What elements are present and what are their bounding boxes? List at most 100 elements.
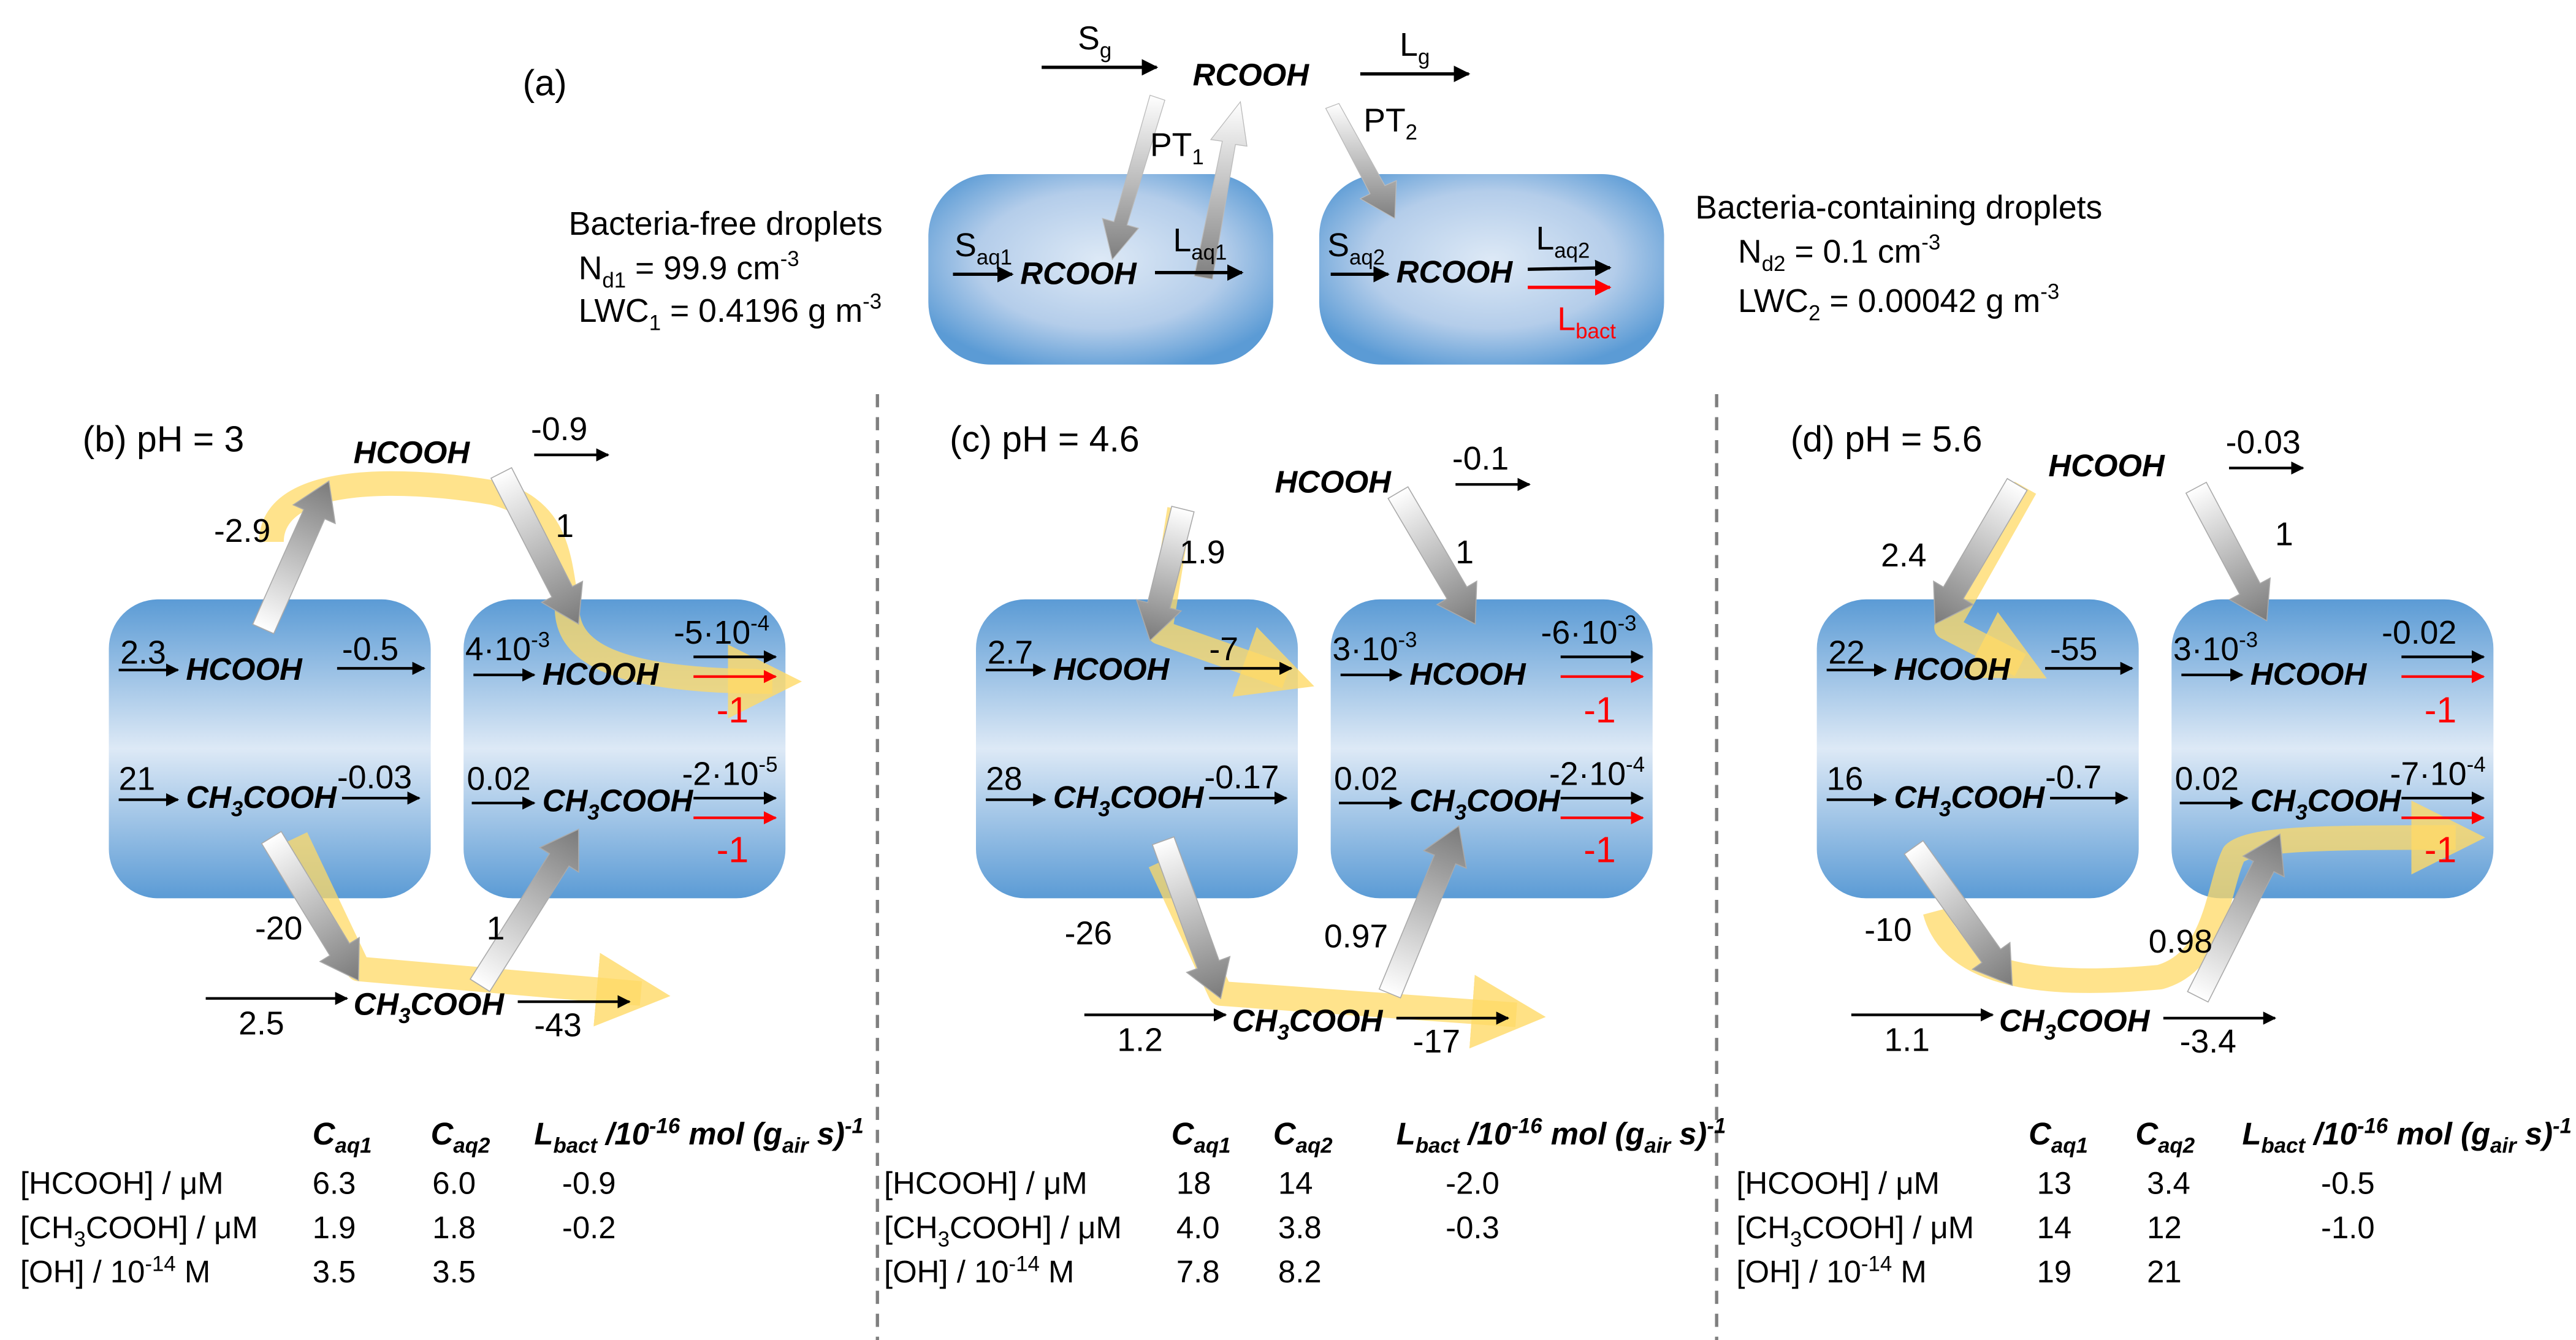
d2-ch3-loss: -2·10-4 <box>1549 753 1645 792</box>
d1-ch3cooh: CH3COOH <box>1894 780 2046 821</box>
gas-loss-label: Lg <box>1400 27 1430 69</box>
bacteria-free-droplet <box>109 599 431 899</box>
gas-hcooh-loss: -0.03 <box>2226 424 2301 460</box>
d1-ch3-src: 16 <box>1827 761 1864 798</box>
pt-hcooh-d2-value: 1 <box>1455 535 1474 571</box>
major-flux-path-1 <box>259 471 802 719</box>
bacteria-containing-info: Bacteria-containing droplets Nd2 = 0.1 c… <box>1695 189 2102 325</box>
panel-a: (a) Sg RCOOH Lg PT1 PT2 Saq1 RCOOH Laq1 … <box>523 20 2102 365</box>
d2-hcooh-loss: -6·10-3 <box>1541 612 1637 651</box>
cell-ch3cooh-caq2: 3.8 <box>1278 1210 1322 1245</box>
gas-ch3-loss: -17 <box>1413 1024 1460 1060</box>
bacteria-containing-title: Bacteria-containing droplets <box>1695 189 2102 226</box>
d1-ch3-loss: -0.7 <box>2045 759 2102 796</box>
gas-source-label: Sg <box>1078 20 1111 62</box>
pt-hcooh-d1-value: -2.9 <box>214 513 270 549</box>
d2-hcooh-src: 3·10-3 <box>2173 628 2258 667</box>
d2-ch3-src: 0.02 <box>2175 761 2239 798</box>
cell-ch3cooh-caq2: 12 <box>2147 1210 2182 1245</box>
lwc2-text: LWC2 = 0.00042 g m-3 <box>1738 280 2059 325</box>
cell-oh-caq1: 3.5 <box>313 1254 356 1289</box>
pt-hcooh-droplet1-arrow <box>1135 505 1195 642</box>
row-label-hcooh: [HCOOH] / μM <box>884 1166 1088 1201</box>
d2-ch3-bact-loss: -1 <box>717 830 749 870</box>
cell-hcooh-caq2: 6.0 <box>432 1166 476 1201</box>
gas-ch3-loss: -43 <box>534 1007 581 1043</box>
pt-ch3cooh-droplet1-arrow <box>261 831 360 981</box>
d1-hcooh-src: 22 <box>1828 634 1865 671</box>
gas-hcooh: HCOOH <box>2048 448 2165 483</box>
d2-ch3-bact-loss: -1 <box>1583 830 1615 870</box>
d1-ch3-loss: -0.17 <box>1204 759 1279 796</box>
cell-oh-caq2: 21 <box>2147 1254 2182 1289</box>
header-caq1: Caq1 <box>2029 1116 2088 1157</box>
bacteria-free-droplet <box>1816 599 2139 899</box>
d2-ch3-loss: -7·10-4 <box>2390 753 2486 792</box>
pt-hcooh-d2-value: 1 <box>2275 516 2293 552</box>
d1-hcooh-src: 2.3 <box>120 634 166 671</box>
pt-hcooh-droplet2-arrow <box>490 466 584 625</box>
pt-ch3cooh-droplet1-arrow <box>1903 840 2013 986</box>
d2-hcooh-loss: -0.02 <box>2382 615 2456 651</box>
cell-ch3cooh-lbact: -0.3 <box>1446 1210 1499 1245</box>
header-caq2: Caq2 <box>1273 1116 1333 1157</box>
d2-species: RCOOH <box>1397 254 1514 289</box>
d2-ch3cooh: CH3COOH <box>543 783 694 824</box>
nd2-text: Nd2 = 0.1 cm-3 <box>1738 230 1940 276</box>
pt-ch3-d2-value: 0.97 <box>1324 919 1388 955</box>
pt2-label: PT2 <box>1363 102 1417 144</box>
d1-ch3cooh: CH3COOH <box>1053 780 1205 821</box>
d1-ch3-src: 21 <box>119 761 156 798</box>
cell-hcooh-caq2: 3.4 <box>2147 1166 2190 1201</box>
gas-hcooh: HCOOH <box>354 435 471 470</box>
pt-ch3-d2-value: 1 <box>487 910 505 946</box>
header-lbact: Lbact /10-16 mol (gair s)-1 <box>1397 1114 1726 1157</box>
gas-ch3-src: 1.1 <box>1884 1022 1929 1059</box>
d2-ch3cooh: CH3COOH <box>2250 783 2402 824</box>
cell-hcooh-caq1: 6.3 <box>313 1166 356 1201</box>
pt1-up-arrow <box>1194 101 1248 280</box>
d1-ch3cooh: CH3COOH <box>186 780 337 821</box>
gas-ch3cooh: CH3COOH <box>354 987 505 1028</box>
cell-oh-caq1: 7.8 <box>1176 1254 1220 1289</box>
d2-hcooh-loss: -5·10-4 <box>674 612 769 651</box>
d2-ch3-src: 0.02 <box>467 761 531 798</box>
cell-oh-caq2: 8.2 <box>1278 1254 1322 1289</box>
d2-ch3cooh: CH3COOH <box>1409 783 1561 824</box>
row-label-ch3cooh: [CH3COOH] / μM <box>1736 1210 1974 1251</box>
row-label-ch3cooh: [CH3COOH] / μM <box>20 1210 258 1251</box>
gas-ch3cooh: CH3COOH <box>1232 1003 1384 1044</box>
pt-hcooh-droplet2-arrow <box>2185 481 2271 622</box>
d1-source-label: Saq1 <box>955 227 1012 269</box>
pt-ch3cooh-droplet2-arrow <box>1378 825 1467 999</box>
d1-loss-label: Laq1 <box>1173 223 1227 264</box>
cell-ch3cooh-lbact: -1.0 <box>2321 1210 2375 1245</box>
gas-species: RCOOH <box>1193 57 1310 92</box>
bacteria-containing-droplet <box>1319 173 1664 365</box>
pt-hcooh-droplet2-arrow <box>1387 486 1477 625</box>
panel-title: (d) pH = 5.6 <box>1791 420 1983 460</box>
cell-hcooh-lbact: -2.0 <box>1446 1166 1499 1201</box>
header-caq2: Caq2 <box>431 1116 490 1157</box>
pt-ch3-d1-value: -20 <box>255 910 302 946</box>
cell-hcooh-caq1: 13 <box>2037 1166 2072 1201</box>
d2-hcooh-src: 4·10-3 <box>465 628 550 667</box>
cell-hcooh-lbact: -0.5 <box>2321 1166 2375 1201</box>
row-label-oh: [OH] / 10-14 M <box>1736 1252 1926 1289</box>
pt-ch3-d1-value: -26 <box>1065 915 1112 951</box>
d2-ch3-loss: -2·10-5 <box>682 753 777 792</box>
header-lbact: Lbact /10-16 mol (gair s)-1 <box>534 1114 864 1157</box>
row-label-oh: [OH] / 10-14 M <box>884 1252 1074 1289</box>
d2-hcooh-src: 3·10-3 <box>1332 628 1417 667</box>
cell-ch3cooh-caq1: 1.9 <box>313 1210 356 1245</box>
bacteria-free-droplet <box>928 173 1273 365</box>
pt-hcooh-d2-value: 1 <box>555 508 574 544</box>
row-label-hcooh: [HCOOH] / μM <box>20 1166 224 1201</box>
d1-hcooh-loss: -7 <box>1209 631 1238 668</box>
